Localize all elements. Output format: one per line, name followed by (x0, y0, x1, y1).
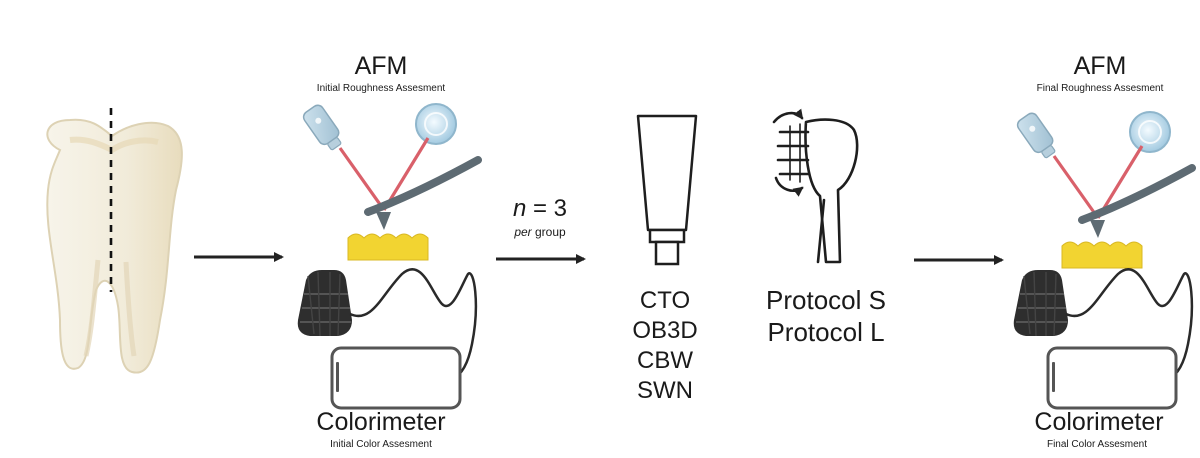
afm-subtitle-left: Initial Roughness Assesment (316, 83, 446, 94)
toothpaste-item: SWN (637, 377, 693, 404)
toothpaste-item: OB3D (632, 317, 698, 344)
toothpaste-item: CTO (639, 287, 691, 314)
protocol-item: Protocol L (767, 317, 885, 347)
group-word: group (531, 225, 566, 239)
sample-size-label: n = 3 (513, 196, 567, 222)
protocol-item: Protocol S (766, 285, 886, 315)
colorimeter-subtitle-left: Initial Color Assesment (330, 439, 432, 450)
afm-title-right: AFM (1073, 52, 1127, 80)
colorimeter-icon-right (1012, 267, 1194, 410)
colorimeter-subtitle-right: Final Color Assesment (1046, 439, 1148, 450)
toothpaste-tube-icon (636, 114, 698, 266)
tooth-icon (46, 108, 183, 374)
afm-laser-icon-right (1015, 111, 1192, 268)
colorimeter-title-right: Colorimeter (1034, 408, 1164, 436)
n-symbol: n (512, 195, 527, 222)
colorimeter-icon-left (296, 267, 478, 410)
per-group-label: per group (514, 225, 565, 239)
afm-title-left: AFM (354, 52, 408, 80)
toothbrush-icon (772, 108, 859, 264)
afm-subtitle-right: Final Roughness Assesment (1036, 83, 1164, 94)
afm-laser-icon-left (301, 103, 478, 260)
toothpaste-item: CBW (637, 347, 693, 374)
colorimeter-title-left: Colorimeter (316, 408, 446, 436)
n-value: = 3 (526, 195, 568, 222)
per-word: per (514, 225, 532, 239)
